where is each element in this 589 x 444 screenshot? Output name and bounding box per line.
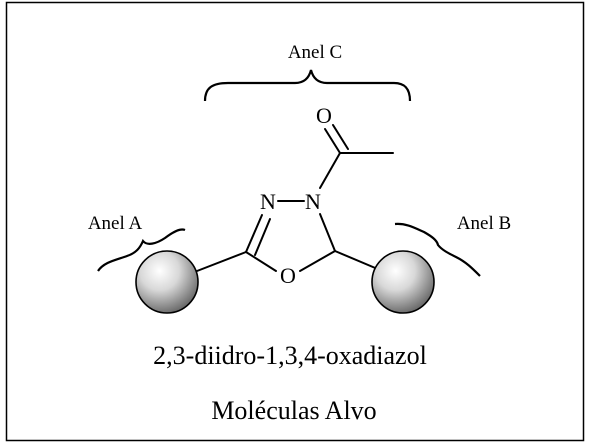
atom-n-left: N xyxy=(260,189,276,214)
atom-o-carbonyl: O xyxy=(316,103,332,128)
molecule-bonds xyxy=(196,124,394,272)
ring-b-brace xyxy=(394,222,481,277)
compound-name: 2,3-diidro-1,3,4-oxadiazol xyxy=(153,341,427,370)
sphere-icon xyxy=(135,250,199,314)
atom-n-right: N xyxy=(305,189,321,214)
ring-a-brace xyxy=(97,228,186,272)
ring-c-brace xyxy=(203,69,412,102)
ring-a-label: Anel A xyxy=(88,213,143,234)
ring-b-label: Anel B xyxy=(457,213,511,234)
atom-o-ring: O xyxy=(280,263,296,288)
sphere-icon xyxy=(371,250,435,314)
figure-border xyxy=(5,1,585,442)
figure-subtitle: Moléculas Alvo xyxy=(211,396,376,425)
ring-c-label: Anel C xyxy=(288,42,342,63)
